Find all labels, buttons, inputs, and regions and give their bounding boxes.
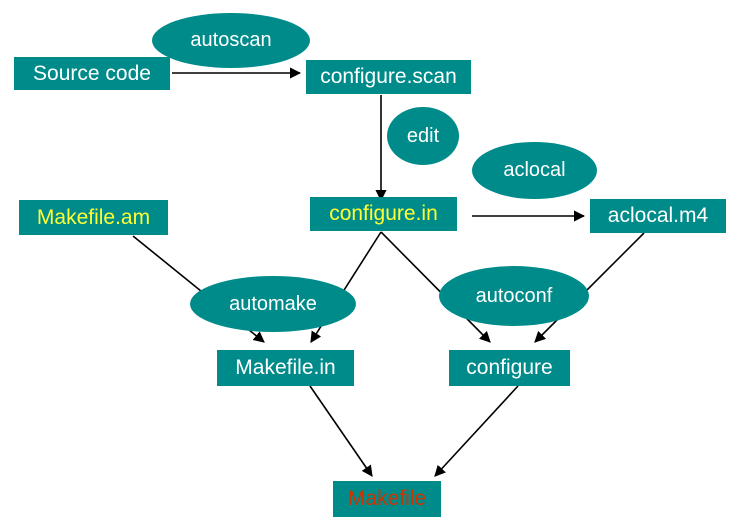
node-configure-scan: configure.scan bbox=[306, 60, 471, 94]
node-makefile-label: Makefile bbox=[347, 487, 427, 510]
tool-edit-label: edit bbox=[406, 124, 440, 147]
node-makefile-am-label: Makefile.am bbox=[36, 205, 151, 229]
tool-edit: edit bbox=[387, 107, 459, 165]
node-configure-scan-label: configure.scan bbox=[320, 65, 457, 88]
node-configure-in-label: configure.in bbox=[329, 202, 438, 225]
tool-autoscan-label: autoscan bbox=[190, 29, 272, 51]
tool-automake-label: automake bbox=[229, 292, 317, 315]
node-configure: configure bbox=[449, 350, 570, 386]
node-aclocal-m4-label: aclocal.m4 bbox=[607, 204, 709, 227]
arrow-configure-in-to-configure bbox=[380, 231, 491, 343]
node-configure-label: configure bbox=[466, 356, 553, 379]
arrow-aclocal-m4-to-configure bbox=[534, 232, 645, 343]
node-source-code-label: Source code bbox=[33, 61, 151, 85]
node-makefile-in: Makefile.in bbox=[217, 350, 354, 386]
node-aclocal-m4: aclocal.m4 bbox=[590, 199, 726, 233]
arrow-configure-to-makefile bbox=[434, 385, 519, 477]
node-makefile-in-label: Makefile.in bbox=[235, 356, 336, 379]
node-configure-in: configure.in bbox=[310, 197, 457, 231]
tool-automake: automake bbox=[190, 276, 356, 332]
tool-aclocal-label: aclocal bbox=[503, 159, 566, 181]
tool-aclocal: aclocal bbox=[472, 142, 597, 199]
node-makefile-am: Makefile.am bbox=[19, 200, 168, 235]
tool-autoscan: autoscan bbox=[152, 13, 310, 68]
tool-autoconf-label: autoconf bbox=[475, 284, 553, 307]
tool-autoconf: autoconf bbox=[439, 266, 589, 326]
arrow-makefile-in-to-makefile bbox=[309, 385, 373, 477]
node-source-code: Source code bbox=[14, 57, 170, 90]
node-makefile: Makefile bbox=[333, 481, 441, 517]
